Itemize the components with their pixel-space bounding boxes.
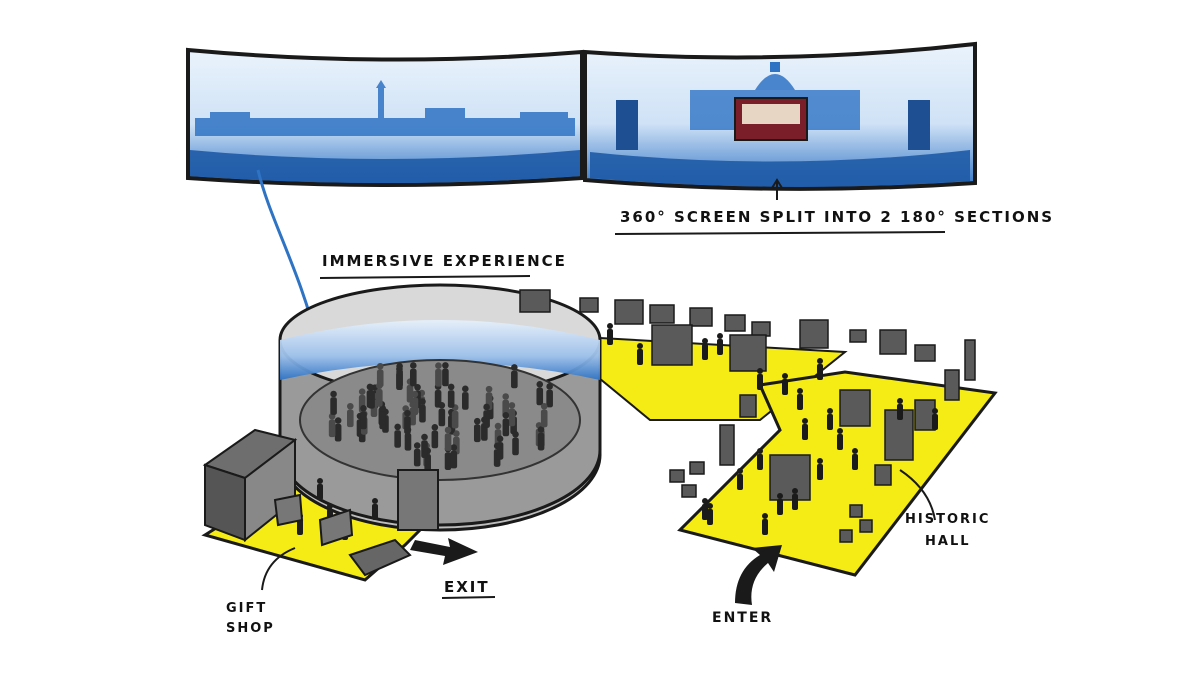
exit-label: EXIT xyxy=(444,578,490,596)
caption-arrow xyxy=(614,178,946,235)
cityscape-left xyxy=(195,80,575,136)
panorama-screen-right xyxy=(583,41,977,191)
screen-caption: 360° SCREEN SPLIT INTO 2 180° SECTIONS xyxy=(620,208,1054,226)
gift-shop-label-1: GIFT xyxy=(226,601,267,616)
exit-arrow xyxy=(410,538,496,599)
historic-hall-label-1: HISTORIC xyxy=(905,512,990,527)
enter-arrow xyxy=(735,545,782,605)
exhibit-panels xyxy=(519,289,976,543)
enter-label: ENTER xyxy=(712,610,773,626)
gift-shop-pointer xyxy=(261,547,296,591)
gift-shop-label-2: SHOP xyxy=(226,621,275,636)
immersive-underline xyxy=(319,275,531,279)
panorama-screen-left xyxy=(186,47,584,187)
capitol-scene xyxy=(616,62,930,150)
historic-hall-pointer xyxy=(899,469,936,521)
immersive-label: IMMERSIVE EXPERIENCE xyxy=(322,252,567,270)
gift-shop-shelves xyxy=(202,428,439,577)
historic-hall-label-2: HALL xyxy=(925,534,971,549)
hall-visitors xyxy=(607,323,938,535)
